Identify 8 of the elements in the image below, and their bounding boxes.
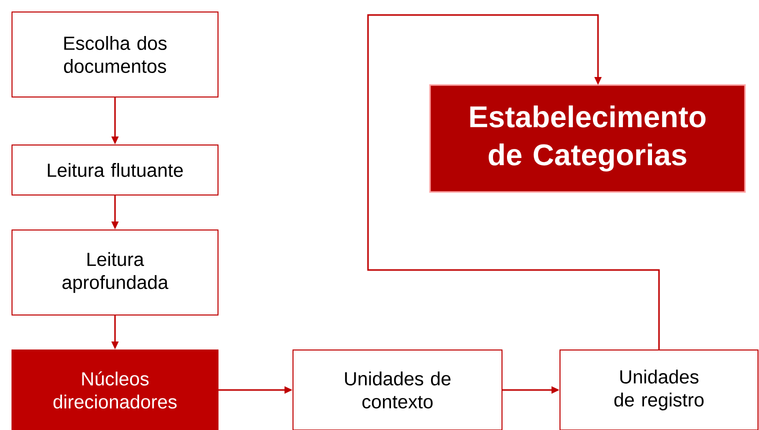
process-box: Unidades de registro (560, 350, 758, 430)
process-box: Unidades de contexto (292, 350, 502, 430)
process-box: Leitura flutuante (12, 144, 218, 196)
process-box: Núcleos direcionadores (12, 350, 218, 430)
result-box: Estabelecimento de Categorias (429, 84, 746, 193)
process-box: Leitura aprofundada (12, 230, 218, 316)
arrow (367, 14, 660, 350)
process-box: Escolha dos documentos (12, 12, 218, 98)
